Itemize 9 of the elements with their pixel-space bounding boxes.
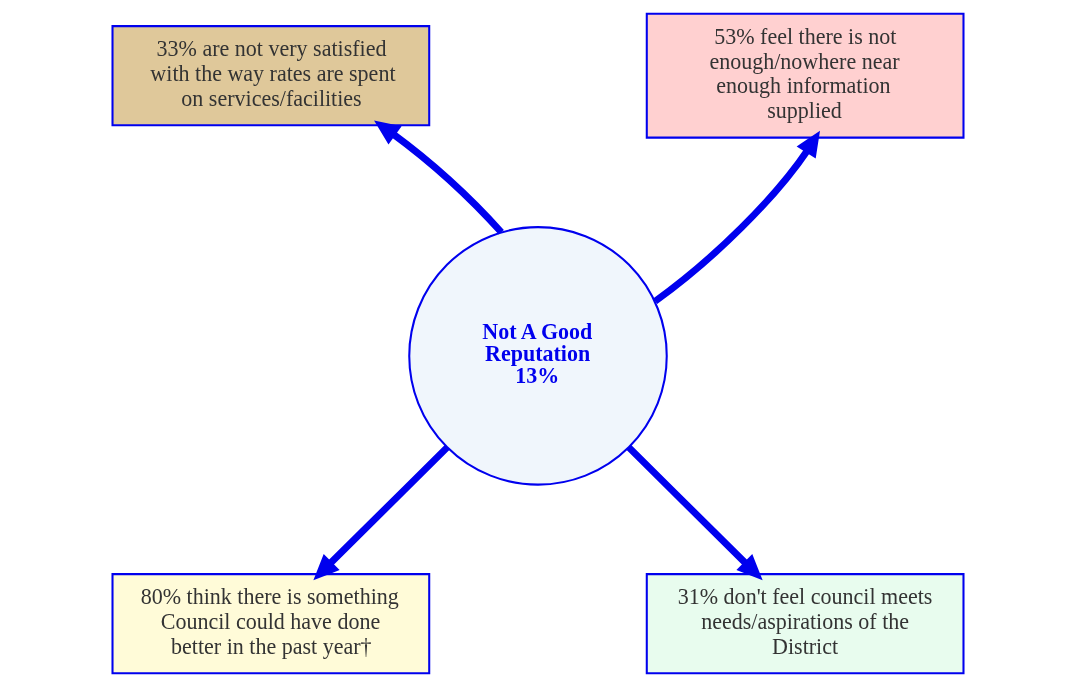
node-box: 33% are not very satisfied with the way rates are spent on services/facilities — [111, 25, 431, 127]
node-box: 80% think there is something Council could have done better in the past year† — [111, 573, 431, 675]
node-circle: Not A Good Reputation 13% — [408, 226, 668, 486]
arrow — [313, 444, 450, 581]
arrow — [374, 120, 504, 235]
arrow — [626, 444, 763, 581]
node-box: 53% feel there is not enough/nowhere near enough information supplied — [645, 12, 965, 139]
arrow — [653, 130, 820, 304]
node-box: 31% don't feel council meets needs/aspirations of the District — [645, 573, 965, 675]
